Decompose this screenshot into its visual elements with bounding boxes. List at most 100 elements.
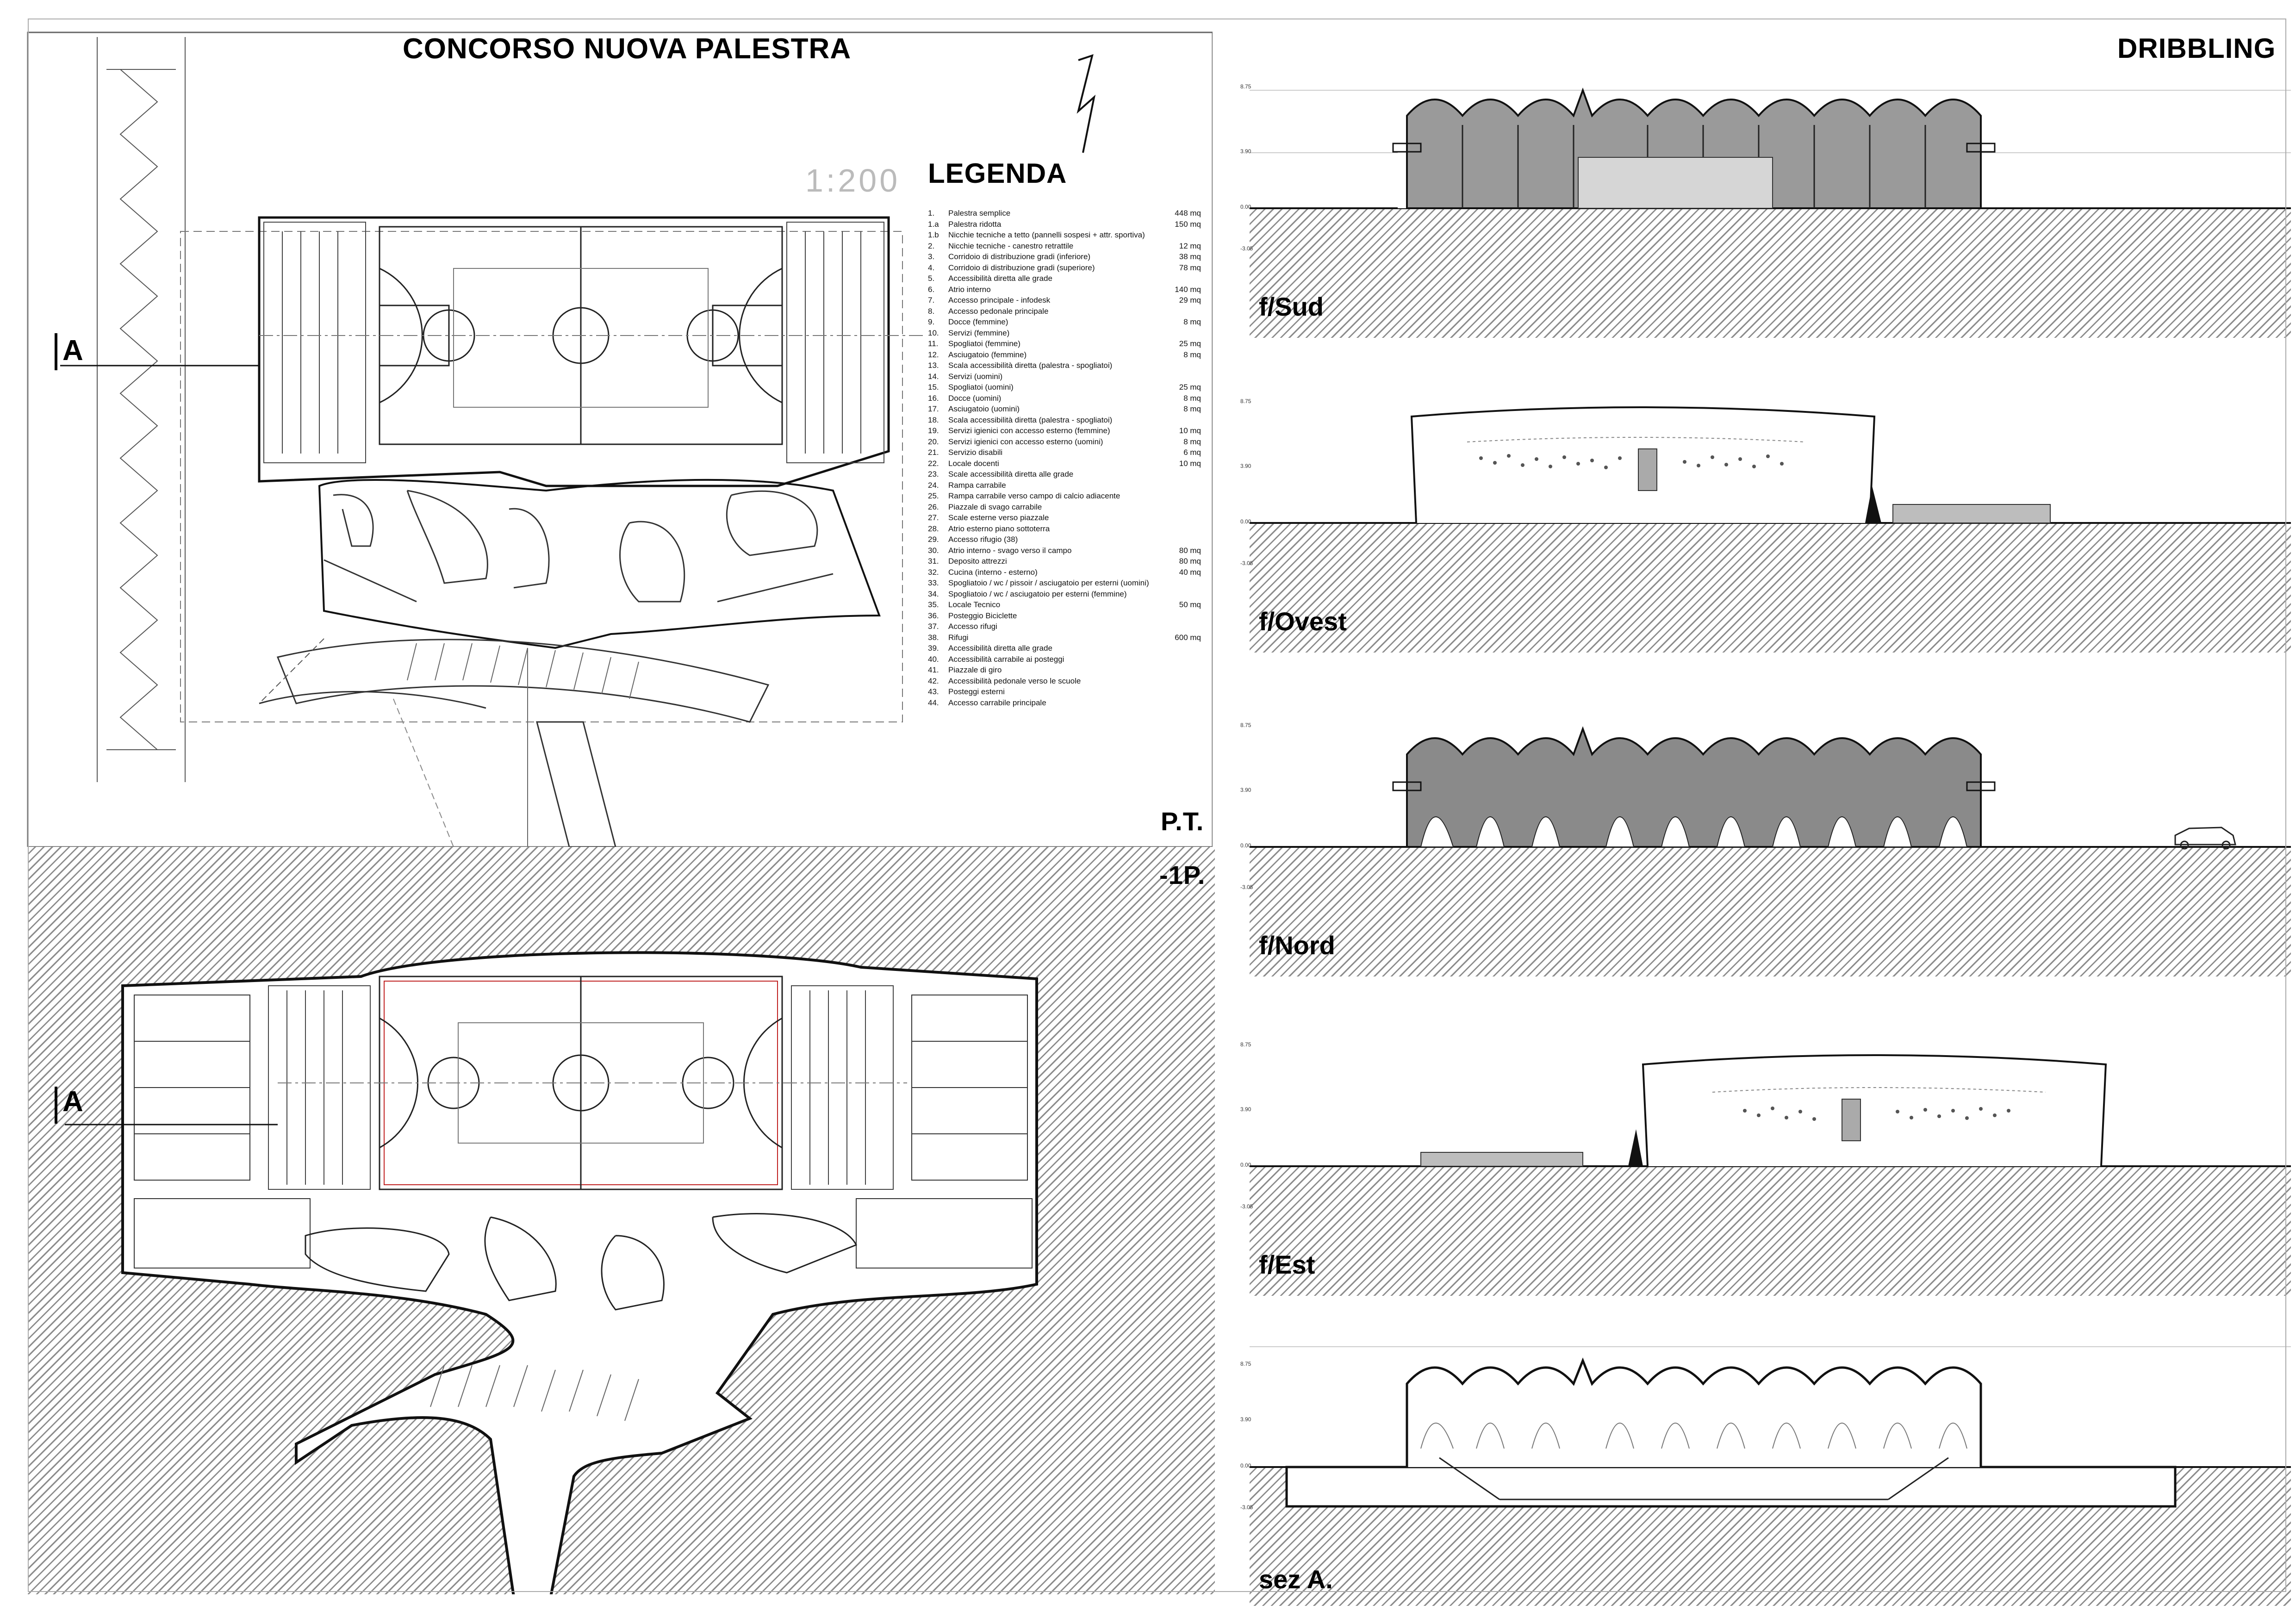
elevation-west: 8.75 3.90 0.00 -3.05 f/Ovest (1222, 379, 2291, 653)
legend-item-area: 80 mq (1179, 546, 1201, 555)
legend-item-label: Scale esterne verso piazzale (948, 513, 1049, 522)
legend-item-area: 38 mq (1179, 252, 1201, 261)
legend-item-number: 43. (928, 687, 939, 696)
legend-item: 5.Accessibilità diretta alle grade (928, 274, 1201, 283)
legend-item-number: 20. (928, 437, 939, 446)
legend-item: 11.Spogliatoi (femmine)25 mq (928, 339, 1201, 348)
legend-item-number: 28. (928, 524, 939, 533)
legend-item: 16. Docce (uomini) 8 mq (928, 393, 1201, 403)
legend-item-label: Deposito attrezzi (948, 557, 1007, 566)
basement-floor-plan (65, 951, 1038, 1594)
level-3-90: 3.90 (1240, 1106, 1251, 1113)
legend-item-number: 27. (928, 513, 939, 522)
legend-item-label: Rifugi (948, 633, 969, 642)
legend-item-area: 140 mq (1175, 285, 1201, 294)
legend-item-area: 25 mq (1179, 339, 1201, 348)
legend-item-number: 41. (928, 665, 939, 674)
legend-item-number: 38. (928, 633, 939, 642)
level-minus-3-05: -3.05 (1240, 884, 1253, 890)
legend-item-area: 150 mq (1175, 219, 1201, 229)
label-north: f/Nord (1259, 931, 1335, 960)
legend-item-number: 35. (928, 600, 939, 609)
legend-item-label: Corridoio di distribuzione gradi (inferi… (948, 252, 1091, 261)
level-3-90: 3.90 (1240, 1416, 1251, 1423)
level-3-90: 3.90 (1240, 463, 1251, 469)
legend-item-number: 9. (928, 317, 935, 326)
legend-item-label: Posteggi esterni (948, 687, 1005, 696)
legend-item-area: 600 mq (1175, 633, 1201, 642)
legend-item-label: Accessibilità diretta alle grade (948, 274, 1052, 283)
legend-item: 28. Atrio esterno piano sottoterra (928, 524, 1201, 534)
legend-item-label: Accessibilità carrabile ai posteggi (948, 654, 1064, 664)
legend-item-area: 448 mq (1175, 209, 1201, 218)
legend-item: 29.Accesso rifugio (38) (928, 535, 1201, 544)
level-0-00: 0.00 (1240, 204, 1251, 210)
legend-item-label: Spogliatoi (femmine) (948, 339, 1020, 348)
legend-item-label: Servizio disabili (948, 448, 1003, 457)
legend-item-area: 10 mq (1179, 459, 1201, 468)
legend-item-number: 40. (928, 654, 939, 664)
legend-item-label: Accesso principale - infodesk (948, 296, 1051, 305)
legend-item-number: 12. (928, 350, 939, 359)
parking-strip (97, 37, 186, 782)
legend-item-number: 16. (928, 393, 939, 403)
legend-item-label: Atrio interno - svago verso il campo (948, 546, 1072, 555)
basement-section-marker (55, 1087, 65, 1124)
legend-item-label: Docce (femmine) (948, 317, 1008, 326)
legend-item: 37. Accesso rifugi (928, 622, 1201, 631)
legend-item-number: 24. (928, 480, 939, 490)
elevation-south: 8.75 3.90 0.00 -3.05 f/Sud (1222, 65, 2291, 338)
legend-item-area: 8 mq (1183, 393, 1201, 403)
legend-item-label: Accessibilità pedonale verso le scuole (948, 676, 1081, 685)
legend-item-label: Scale accessibilità diretta alle grade (948, 470, 1074, 479)
legend-item-label: Asciugatoio (femmine) (948, 350, 1027, 359)
legend-item-label: Docce (uomini) (948, 393, 1002, 403)
legend-item: 32.Cucina (interno - esterno)40 mq (928, 567, 1201, 577)
legend-item-number: 42. (928, 676, 939, 685)
legend-item-label: Corridoio di distribuzione gradi (superi… (948, 263, 1095, 272)
legend-item-number: 1. (928, 209, 935, 218)
ground-section-label: A (62, 335, 84, 367)
drawing-scale: 1:200 (805, 162, 901, 199)
car-icon (2174, 827, 2236, 850)
legend-item-number: 37. (928, 622, 939, 631)
legend-item-label: Nicchie tecniche a tetto (pannelli sospe… (948, 230, 1145, 239)
legend-item: 34.Spogliatoio / wc / asciugatoio per es… (928, 589, 1201, 599)
legend-item-label: Accesso rifugi (948, 622, 997, 631)
legend-item-label: Atrio esterno piano sottoterra (948, 524, 1050, 533)
legend-item-label: Servizi igienici con accesso esterno (fe… (948, 426, 1110, 435)
basement-floor-label: -1P. (1159, 860, 1206, 889)
legend-item-number: 1.b (928, 230, 939, 239)
north-arrow-icon (1076, 54, 1096, 153)
label-west: f/Ovest (1259, 607, 1347, 636)
level-8-75: 8.75 (1240, 1041, 1251, 1048)
legend-item-number: 8. (928, 306, 935, 316)
legend-item-number: 21. (928, 448, 939, 457)
level-0-00: 0.00 (1240, 842, 1251, 849)
level-8-75: 8.75 (1240, 722, 1251, 728)
legend-item-number: 17. (928, 404, 939, 413)
legend-item-label: Locale Tecnico (948, 600, 1001, 609)
level-minus-3-05: -3.05 (1240, 1504, 1253, 1511)
legend-item: 9.Docce (femmine)8 mq (928, 317, 1201, 327)
level-0-00: 0.00 (1240, 1162, 1251, 1168)
legend-item-label: Locale docenti (948, 459, 999, 468)
elevation-north: 8.75 3.90 0.00 -3.05 f/Nord (1222, 703, 2291, 976)
legend-item: 43. Posteggi esterni (928, 687, 1201, 696)
legend-item-number: 32. (928, 567, 939, 577)
legend-item: 17.Asciugatoio (uomini)8 mq (928, 404, 1201, 414)
legend-item: 18.Scala accessibilità diretta (palestra… (928, 415, 1201, 425)
legend-item-area: 25 mq (1179, 383, 1201, 392)
legend-item-number: 1.a (928, 219, 939, 229)
legend-item-label: Accesso pedonale principale (948, 306, 1049, 316)
north-ground-hatch (1250, 847, 2291, 976)
legend-item: 4.Corridoio di distribuzione gradi (supe… (928, 263, 1201, 273)
legend-item: 42. Accessibilità pedonale verso le scuol… (928, 676, 1201, 686)
level-3-90: 3.90 (1240, 148, 1251, 155)
legend-item: 2.Nicchie tecniche - canestro retrattile… (928, 241, 1201, 251)
legend-item-label: Atrio interno (948, 285, 991, 294)
